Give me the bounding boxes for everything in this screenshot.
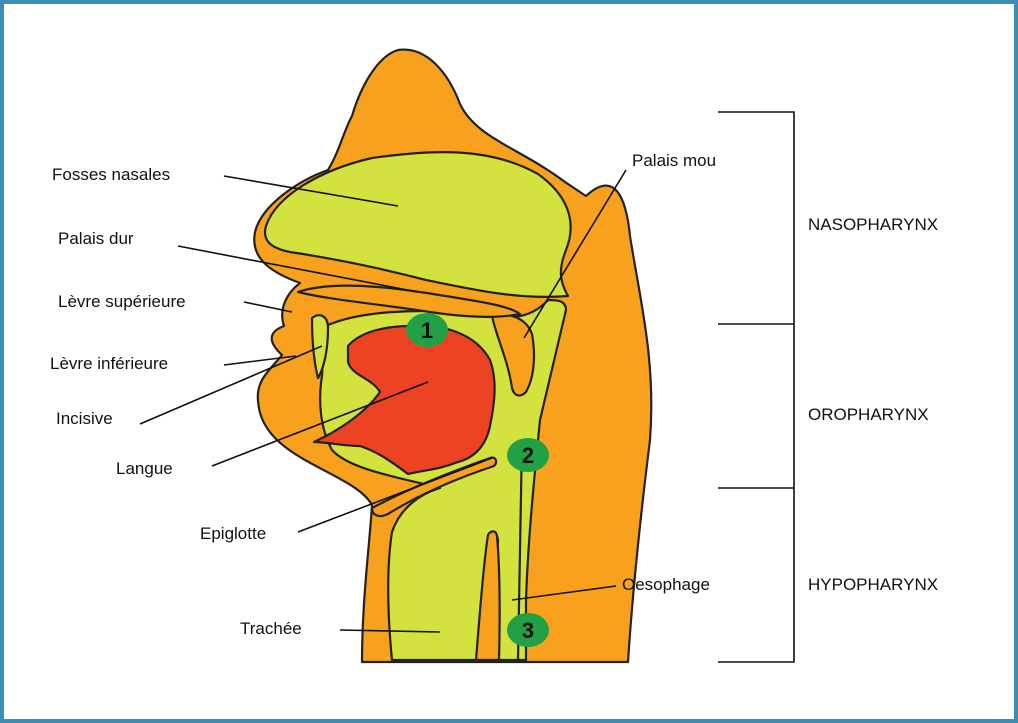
marker-2-label: 2: [522, 443, 534, 468]
label-langue: Langue: [116, 459, 173, 478]
region-hypopharynx: HYPOPHARYNX: [808, 575, 938, 594]
region-nasopharynx: NASOPHARYNX: [808, 215, 938, 234]
marker-3-label: 3: [522, 618, 534, 643]
marker-2: 2: [507, 438, 549, 472]
label-levre-inferieure: Lèvre inférieure: [50, 354, 168, 373]
label-incisive: Incisive: [56, 409, 113, 428]
label-palais-mou: Palais mou: [632, 151, 716, 170]
label-levre-superieure: Lèvre supérieure: [58, 292, 186, 311]
label-oesophage: Oesophage: [622, 575, 710, 594]
label-fosses-nasales: Fosses nasales: [52, 165, 170, 184]
label-epiglotte: Epiglotte: [200, 524, 266, 543]
label-palais-dur: Palais dur: [58, 229, 134, 248]
label-trachee: Trachée: [240, 619, 302, 638]
marker-3: 3: [507, 613, 549, 647]
marker-1: 1: [406, 313, 448, 347]
region-bracket: [718, 112, 794, 662]
marker-1-label: 1: [421, 318, 433, 343]
region-oropharynx: OROPHARYNX: [808, 405, 929, 424]
